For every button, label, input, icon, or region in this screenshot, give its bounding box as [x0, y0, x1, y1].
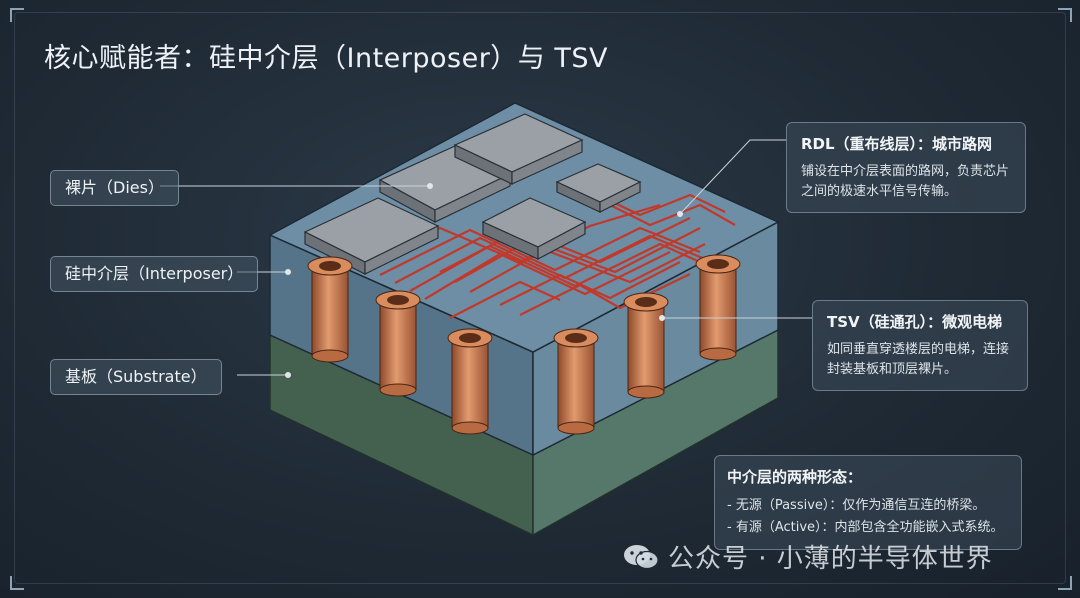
forms-card-title: 中介层的两种形态： [727, 468, 863, 486]
rdl-trace [379, 226, 701, 276]
page-title: 核心赋能者：硅中介层（Interposer）与 TSV [44, 43, 608, 74]
die-4 [481, 197, 587, 260]
rdl-trace [409, 242, 723, 292]
interposer-leader-dot [285, 269, 291, 275]
tsv-group [307, 254, 741, 435]
substrate-label: 基板（Substrate） [50, 359, 222, 395]
tsv-card-body: 如同垂直穿透楼层的电梯，连接封装基板和顶层裸片。 [827, 342, 1010, 377]
die-3 [453, 113, 584, 185]
rdl-leader-dot [677, 211, 683, 217]
tsv-via [307, 256, 353, 363]
watermark-text: 公众号 · 小薄的半导体世界 [668, 544, 993, 574]
tsv-via [623, 292, 669, 399]
rdl-trace [499, 261, 681, 306]
frame-corner-tl [10, 8, 24, 22]
tsv-card: TSV（硅通孔）：微观电梯 如同垂直穿透楼层的电梯，连接封装基板和顶层裸片。 [812, 300, 1028, 391]
leader-lines [160, 139, 812, 378]
frame-corner-bl [10, 576, 24, 590]
dies-leader-dot [427, 183, 433, 189]
rdl-trace [599, 193, 726, 217]
forms-active: - 有源（Active）：内部包含全功能嵌入式系统。 [727, 520, 1004, 535]
dies-label: 裸片（Dies） [50, 170, 179, 206]
outer-frame [14, 12, 1066, 584]
watermark: 公众号 · 小薄的半导体世界 [622, 538, 993, 575]
interposer-label: 硅中介层（Interposer） [50, 256, 259, 292]
rdl-trace [454, 227, 701, 283]
rdl-trace [449, 280, 561, 319]
tsv-via [695, 254, 741, 361]
frame-corner-br [1058, 576, 1072, 590]
rdl-leader [679, 139, 786, 215]
rdl-card-body: 铺设在中介层表面的路网，负责芯片之间的极速水平信号传输。 [801, 164, 1010, 199]
rdl-trace [424, 251, 671, 300]
rdl-card-title: RDL（重布线层）：城市路网 [801, 135, 993, 153]
tsv-via [553, 328, 599, 435]
forms-passive: - 无源（Passive）：仅作为通信互连的桥梁。 [727, 498, 986, 513]
tsv-leader-dot [659, 315, 665, 321]
tsv-via [375, 290, 421, 397]
rdl-trace [469, 243, 706, 293]
die-5 [555, 163, 642, 213]
dies-group [303, 113, 642, 275]
tsv-via [447, 328, 493, 435]
frame-corner-tr [1058, 8, 1072, 22]
forms-card: 中介层的两种形态： - 无源（Passive）：仅作为通信互连的桥梁。 - 有源… [714, 455, 1022, 550]
rdl-trace [609, 203, 736, 227]
rdl-trace [519, 273, 691, 316]
tsv-card-title: TSV（硅通孔）：微观电梯 [827, 313, 1003, 331]
rdl-card: RDL（重布线层）：城市路网 铺设在中介层表面的路网，负责芯片之间的极速水平信号… [786, 122, 1026, 213]
wechat-icon [624, 544, 659, 569]
substrate-leader-dot [285, 372, 291, 378]
